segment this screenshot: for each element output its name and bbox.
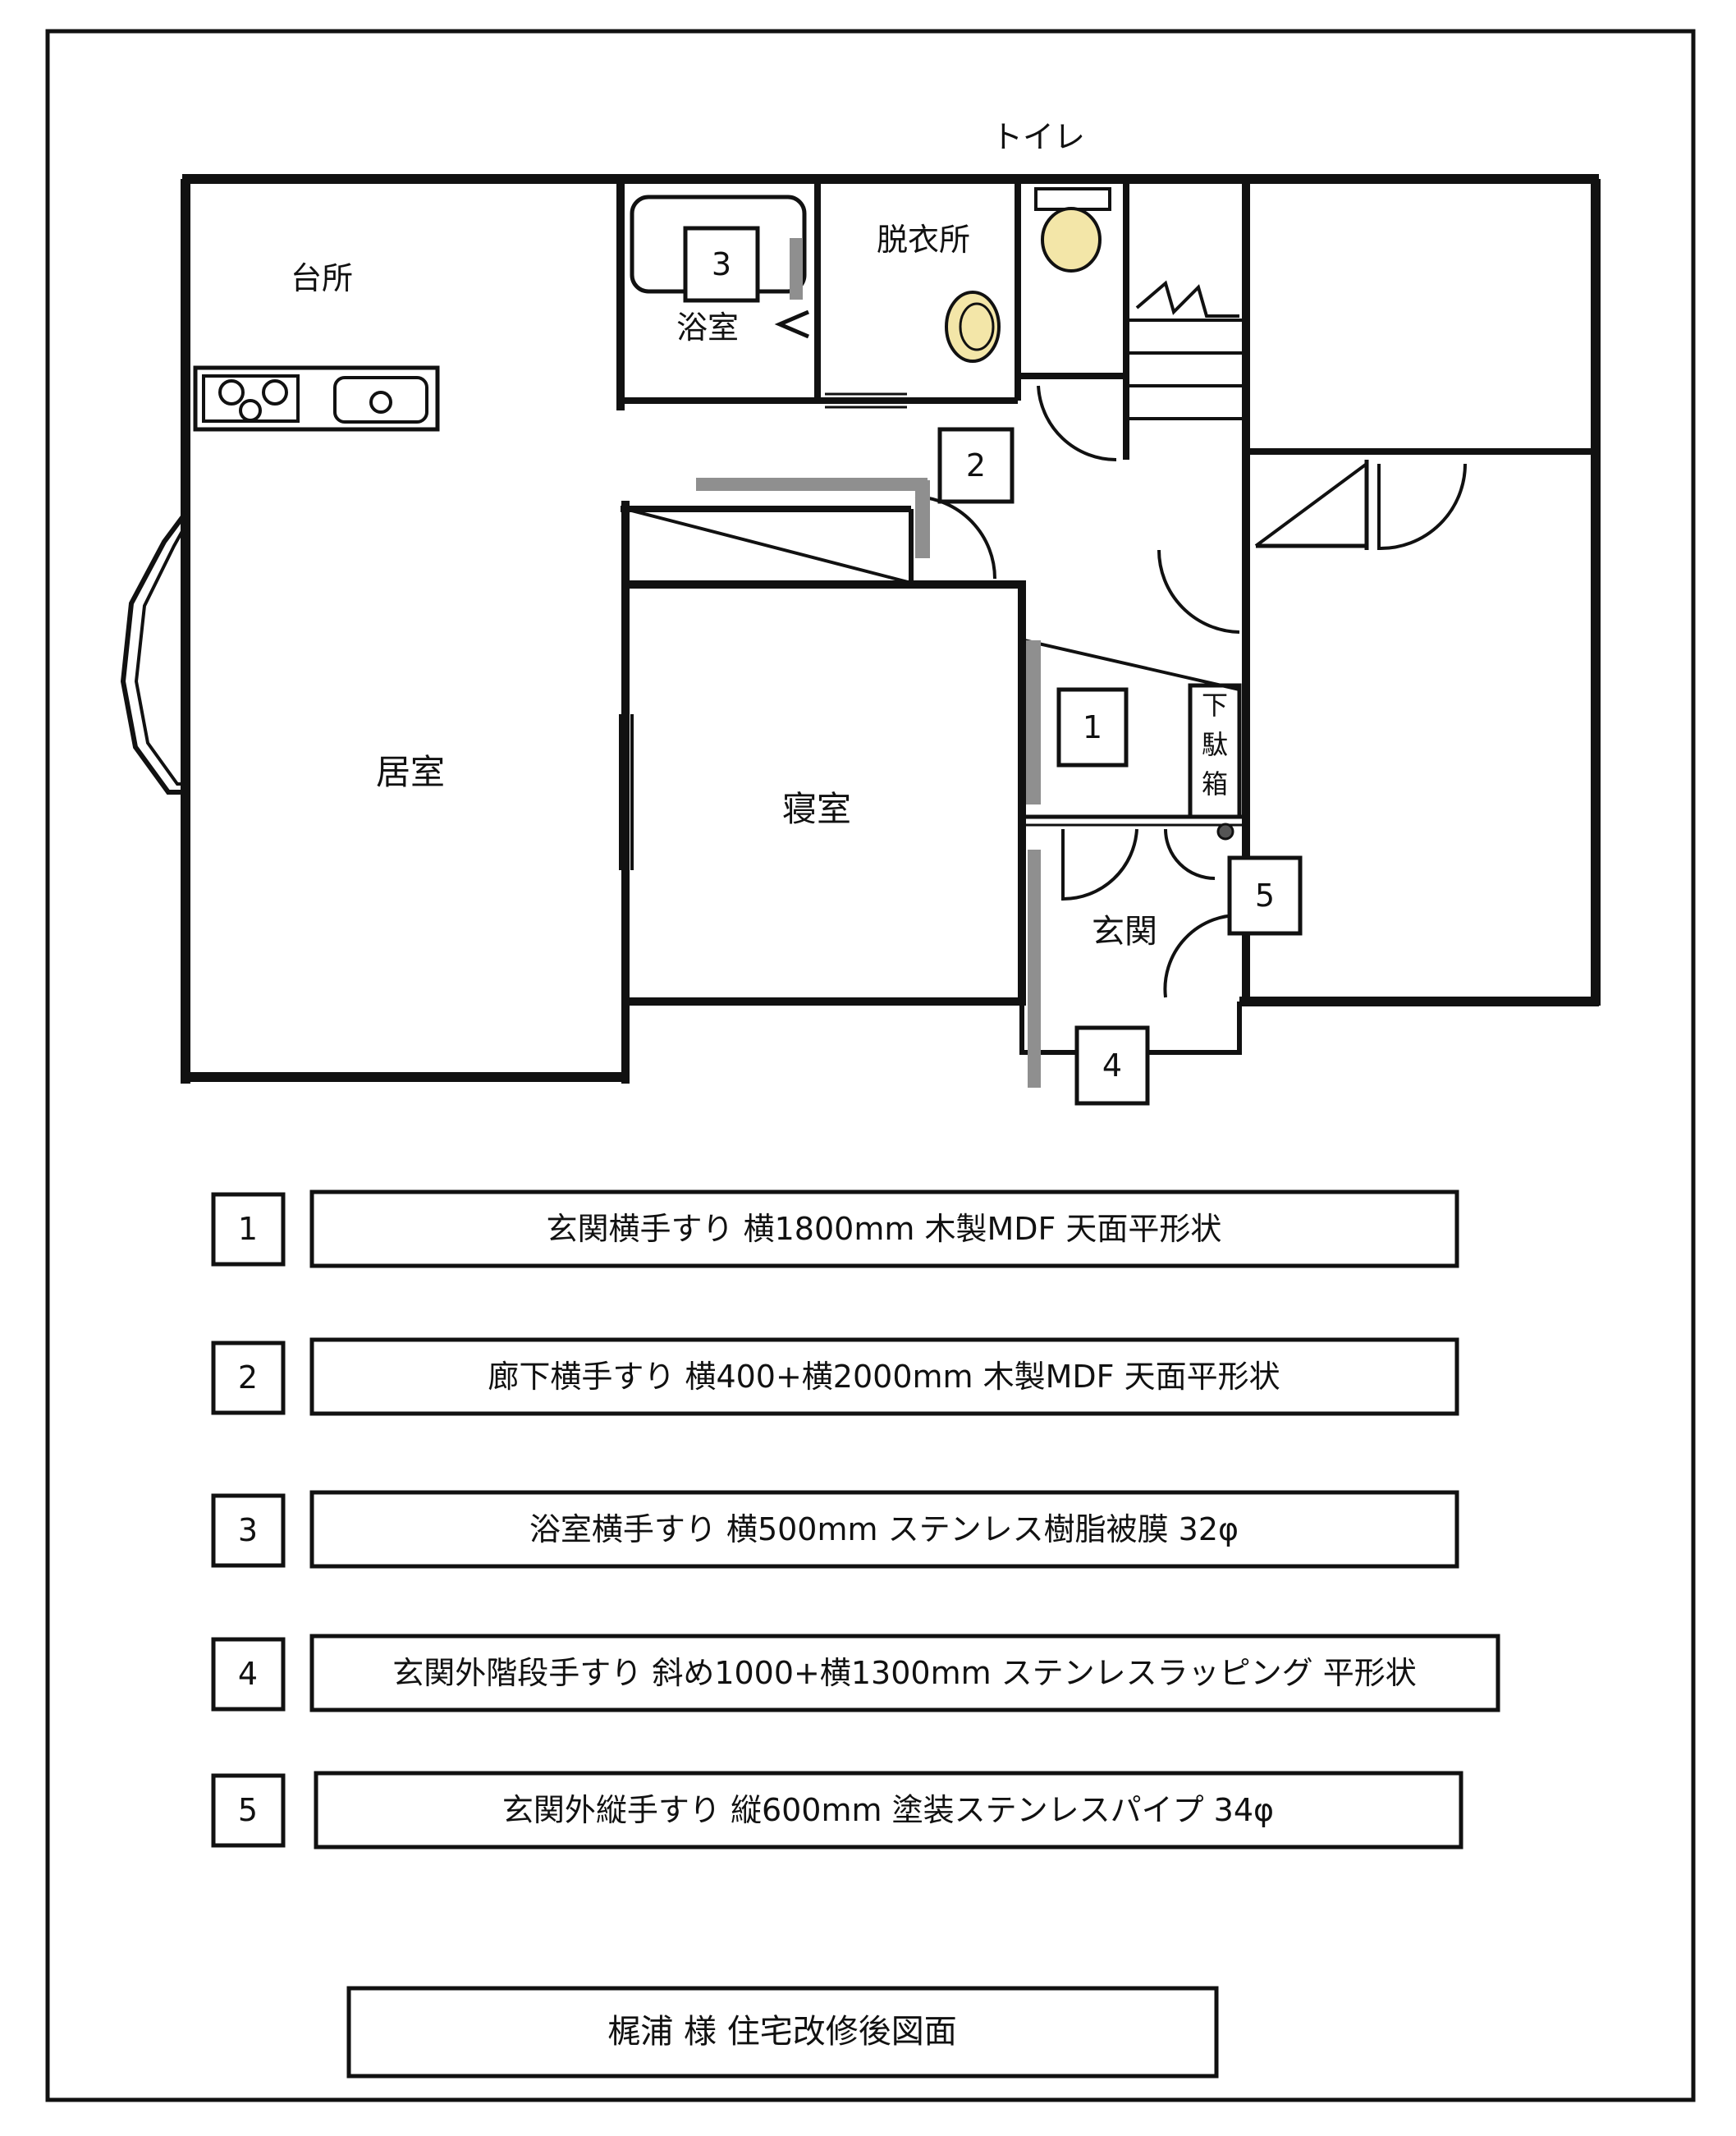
marker-1-box: [1056, 687, 1129, 768]
toilet-door: [1037, 385, 1117, 462]
marker-2: 2: [966, 447, 986, 484]
door-knob: [1216, 823, 1234, 841]
bay-window-inner: [134, 525, 187, 786]
footer: 梶浦 様 住宅改修後図面: [346, 1986, 1219, 2079]
label-dressing: 脱衣所: [877, 222, 970, 258]
marker-1: 1: [1083, 709, 1102, 745]
handrail-3: [790, 238, 803, 300]
marker-2-box: [937, 427, 1015, 504]
toilet-bowl: [1041, 207, 1102, 273]
handrails: [696, 238, 1041, 1088]
legend-num-box: [211, 1773, 286, 1848]
legend-row-2: 2 廊下横手すり 横400+横2000mm 木製MDF 天面平形状: [211, 1337, 1459, 1416]
stair-door: [1157, 549, 1240, 634]
burner-icon: [239, 399, 262, 422]
plan-markers: 1 2 3 4 5: [683, 226, 1303, 1106]
label-kitchen: 台所: [291, 260, 353, 296]
legend-desc-box: [309, 1189, 1459, 1268]
handrail-4: [1028, 850, 1041, 1088]
toilet-tank: [1034, 187, 1111, 211]
corridor-closet-diagonal: [625, 507, 912, 584]
legend-num-box: [211, 1341, 286, 1415]
washbasin-bowl: [959, 302, 995, 351]
legend-num: 3: [238, 1512, 258, 1548]
bath-door: [774, 309, 809, 339]
label-entrance: 玄関: [1092, 913, 1157, 951]
label-living: 居室: [376, 752, 445, 792]
legend-desc: 浴室横手すり 横500mm ステンレス樹脂被膜 32φ: [529, 1511, 1239, 1547]
marker-4: 4: [1102, 1047, 1122, 1084]
entrance-front-door: [1163, 913, 1244, 998]
legend-num: 1: [238, 1211, 258, 1247]
entrance-inner-door: [1061, 828, 1138, 901]
marker-5: 5: [1255, 878, 1275, 914]
marker-3: 3: [712, 246, 731, 282]
legend-desc: 玄関外階段手すり 斜め1000+横1300mm ステンレスラッピング 平形状: [392, 1655, 1417, 1691]
legend-num-box: [211, 1493, 286, 1568]
legend-desc-box: [309, 1490, 1459, 1569]
bay-window: [120, 511, 188, 795]
legend-row-4: 4 玄関外階段手すり 斜め1000+横1300mm ステンレスラッピング 平形状: [211, 1634, 1500, 1712]
footer-title-box: [346, 1986, 1219, 2079]
kitchen-counter: [193, 365, 440, 432]
label-bath: 浴室: [676, 309, 739, 346]
footer-title: 梶浦 様 住宅改修後図面: [607, 2013, 956, 2051]
legend-num-box: [211, 1637, 286, 1712]
faucet-icon: [369, 391, 392, 414]
entrance-inner-door: [1164, 828, 1216, 880]
burner-icon: [218, 379, 245, 406]
legend-desc: 廊下横手すり 横400+横2000mm 木製MDF 天面平形状: [488, 1359, 1280, 1395]
legend-row-3: 3 浴室横手すり 横500mm ステンレス樹脂被膜 32φ: [211, 1490, 1459, 1569]
label-shoe-box-2: 駄: [1202, 729, 1228, 760]
legend-desc-box: [309, 1634, 1500, 1712]
legend-desc-box: [314, 1771, 1463, 1850]
floor-plan: [120, 174, 1601, 1084]
legend: 1 玄関横手すり 横1800mm 木製MDF 天面平形状 2 廊下横手すり 横4…: [211, 1189, 1500, 1850]
washbasin: [945, 291, 1001, 363]
legend-num: 2: [238, 1359, 258, 1396]
bedroom-walls: [621, 580, 1026, 1006]
legend-desc: 玄関横手すり 横1800mm 木製MDF 天面平形状: [547, 1211, 1222, 1247]
room-labels: トイレ 台所 浴室 脱衣所 居室 寝室 玄関 下 駄 箱: [291, 119, 1228, 951]
stair-break-line: [1135, 280, 1239, 318]
label-shoe-box-1: 下: [1202, 690, 1228, 721]
legend-num-box: [211, 1192, 286, 1267]
label-bedroom: 寝室: [782, 789, 851, 829]
sink: [333, 376, 428, 424]
legend-row-1: 1 玄関横手すり 横1800mm 木製MDF 天面平形状: [211, 1189, 1459, 1268]
legend-num: 4: [238, 1656, 258, 1692]
entrance-step-line: [1024, 639, 1240, 691]
page-frame: [45, 29, 1696, 2102]
handrail-2-horizontal: [696, 478, 928, 491]
legend-num: 5: [238, 1792, 258, 1828]
legend-desc-box: [309, 1337, 1459, 1416]
marker-3-box: [683, 226, 760, 303]
burner-icon: [262, 379, 288, 406]
legend-desc: 玄関外縦手すり 縦600mm 塗装ステンレスパイプ 34φ: [502, 1792, 1274, 1828]
legend-row-5: 5 玄関外縦手すり 縦600mm 塗装ステンレスパイプ 34φ: [211, 1771, 1463, 1850]
label-shoe-box-3: 箱: [1202, 768, 1228, 800]
marker-4-box: [1074, 1025, 1150, 1106]
label-toilet: トイレ: [992, 119, 1085, 155]
handrail-1: [1026, 640, 1041, 804]
corridor-door: [914, 495, 996, 580]
handrail-2-vertical: [915, 480, 930, 558]
closet-diagonal: [1254, 462, 1368, 548]
right-room-door: [1377, 463, 1467, 551]
marker-5-box: [1227, 855, 1303, 936]
